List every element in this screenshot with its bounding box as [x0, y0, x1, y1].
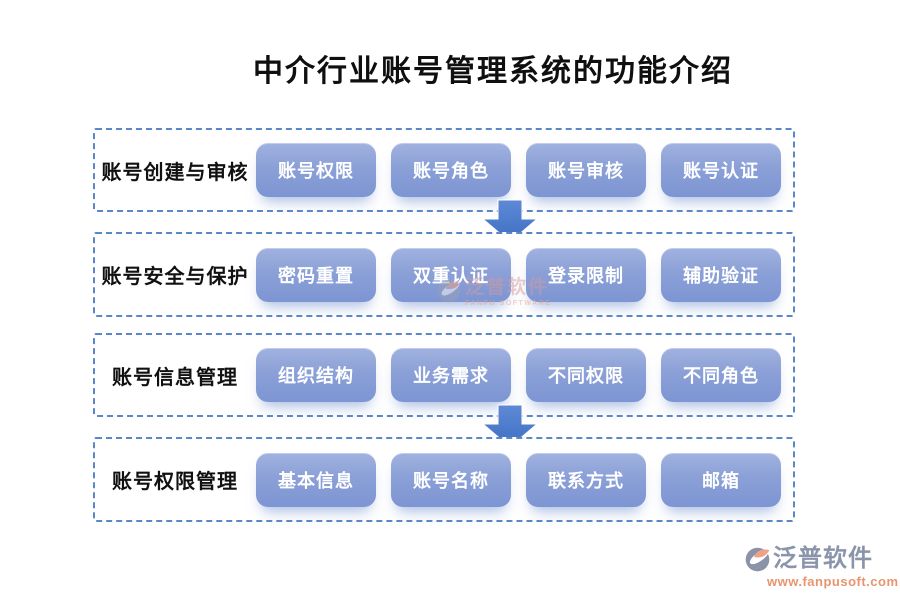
feature-pill-group: 密码重置 双重认证 登录限制 辅助验证 [256, 234, 781, 315]
section-label: 账号权限管理 [112, 471, 238, 493]
feature-pill: 账号认证 [661, 143, 781, 197]
feature-pill: 账号名称 [391, 452, 511, 507]
feature-pill-group: 基本信息 账号名称 联系方式 邮箱 [256, 439, 781, 520]
feature-pill: 不同权限 [526, 348, 646, 402]
brand-name: 泛普软件 [773, 545, 873, 573]
feature-pill: 密码重置 [256, 247, 376, 302]
feature-pill: 联系方式 [526, 452, 646, 507]
feature-pill: 双重认证 [391, 247, 511, 302]
section-label: 账号信息管理 [112, 366, 238, 389]
feature-pill: 登录限制 [526, 247, 646, 302]
down-arrow-icon [482, 404, 538, 448]
section-account-permission-management: 账号权限管理 基本信息 账号名称 联系方式 邮箱 [93, 437, 795, 522]
feature-pill: 邮箱 [661, 452, 781, 507]
feature-pill-group: 组织结构 业务需求 不同权限 不同角色 [256, 335, 781, 415]
brand-url: www.fanpusoft.com [767, 574, 899, 589]
fanpu-brand: 泛普软件 www.fanpusoft.com [744, 545, 899, 589]
feature-pill: 组织结构 [256, 348, 376, 402]
section-account-info-management: 账号信息管理 组织结构 业务需求 不同权限 不同角色 [93, 333, 795, 417]
feature-pill: 业务需求 [391, 348, 511, 402]
feature-pill-group: 账号权限 账号角色 账号审核 账号认证 [256, 130, 781, 210]
section-account-security-protection: 账号安全与保护 密码重置 双重认证 登录限制 辅助验证 [93, 232, 795, 317]
feature-pill: 辅助验证 [661, 247, 781, 302]
section-label: 账号创建与审核 [101, 161, 249, 184]
section-label: 账号安全与保护 [101, 266, 249, 288]
feature-pill: 账号审核 [526, 143, 646, 197]
fanpu-logo-icon [744, 546, 771, 573]
feature-pill: 账号角色 [391, 143, 511, 197]
feature-pill: 不同角色 [661, 348, 781, 402]
feature-pill: 基本信息 [256, 452, 376, 507]
section-account-creation-review: 账号创建与审核 账号权限 账号角色 账号审核 账号认证 [93, 128, 795, 212]
page-title: 中介行业账号管理系统的功能介绍 [253, 55, 733, 88]
feature-pill: 账号权限 [256, 143, 376, 197]
down-arrow-icon [482, 199, 538, 243]
